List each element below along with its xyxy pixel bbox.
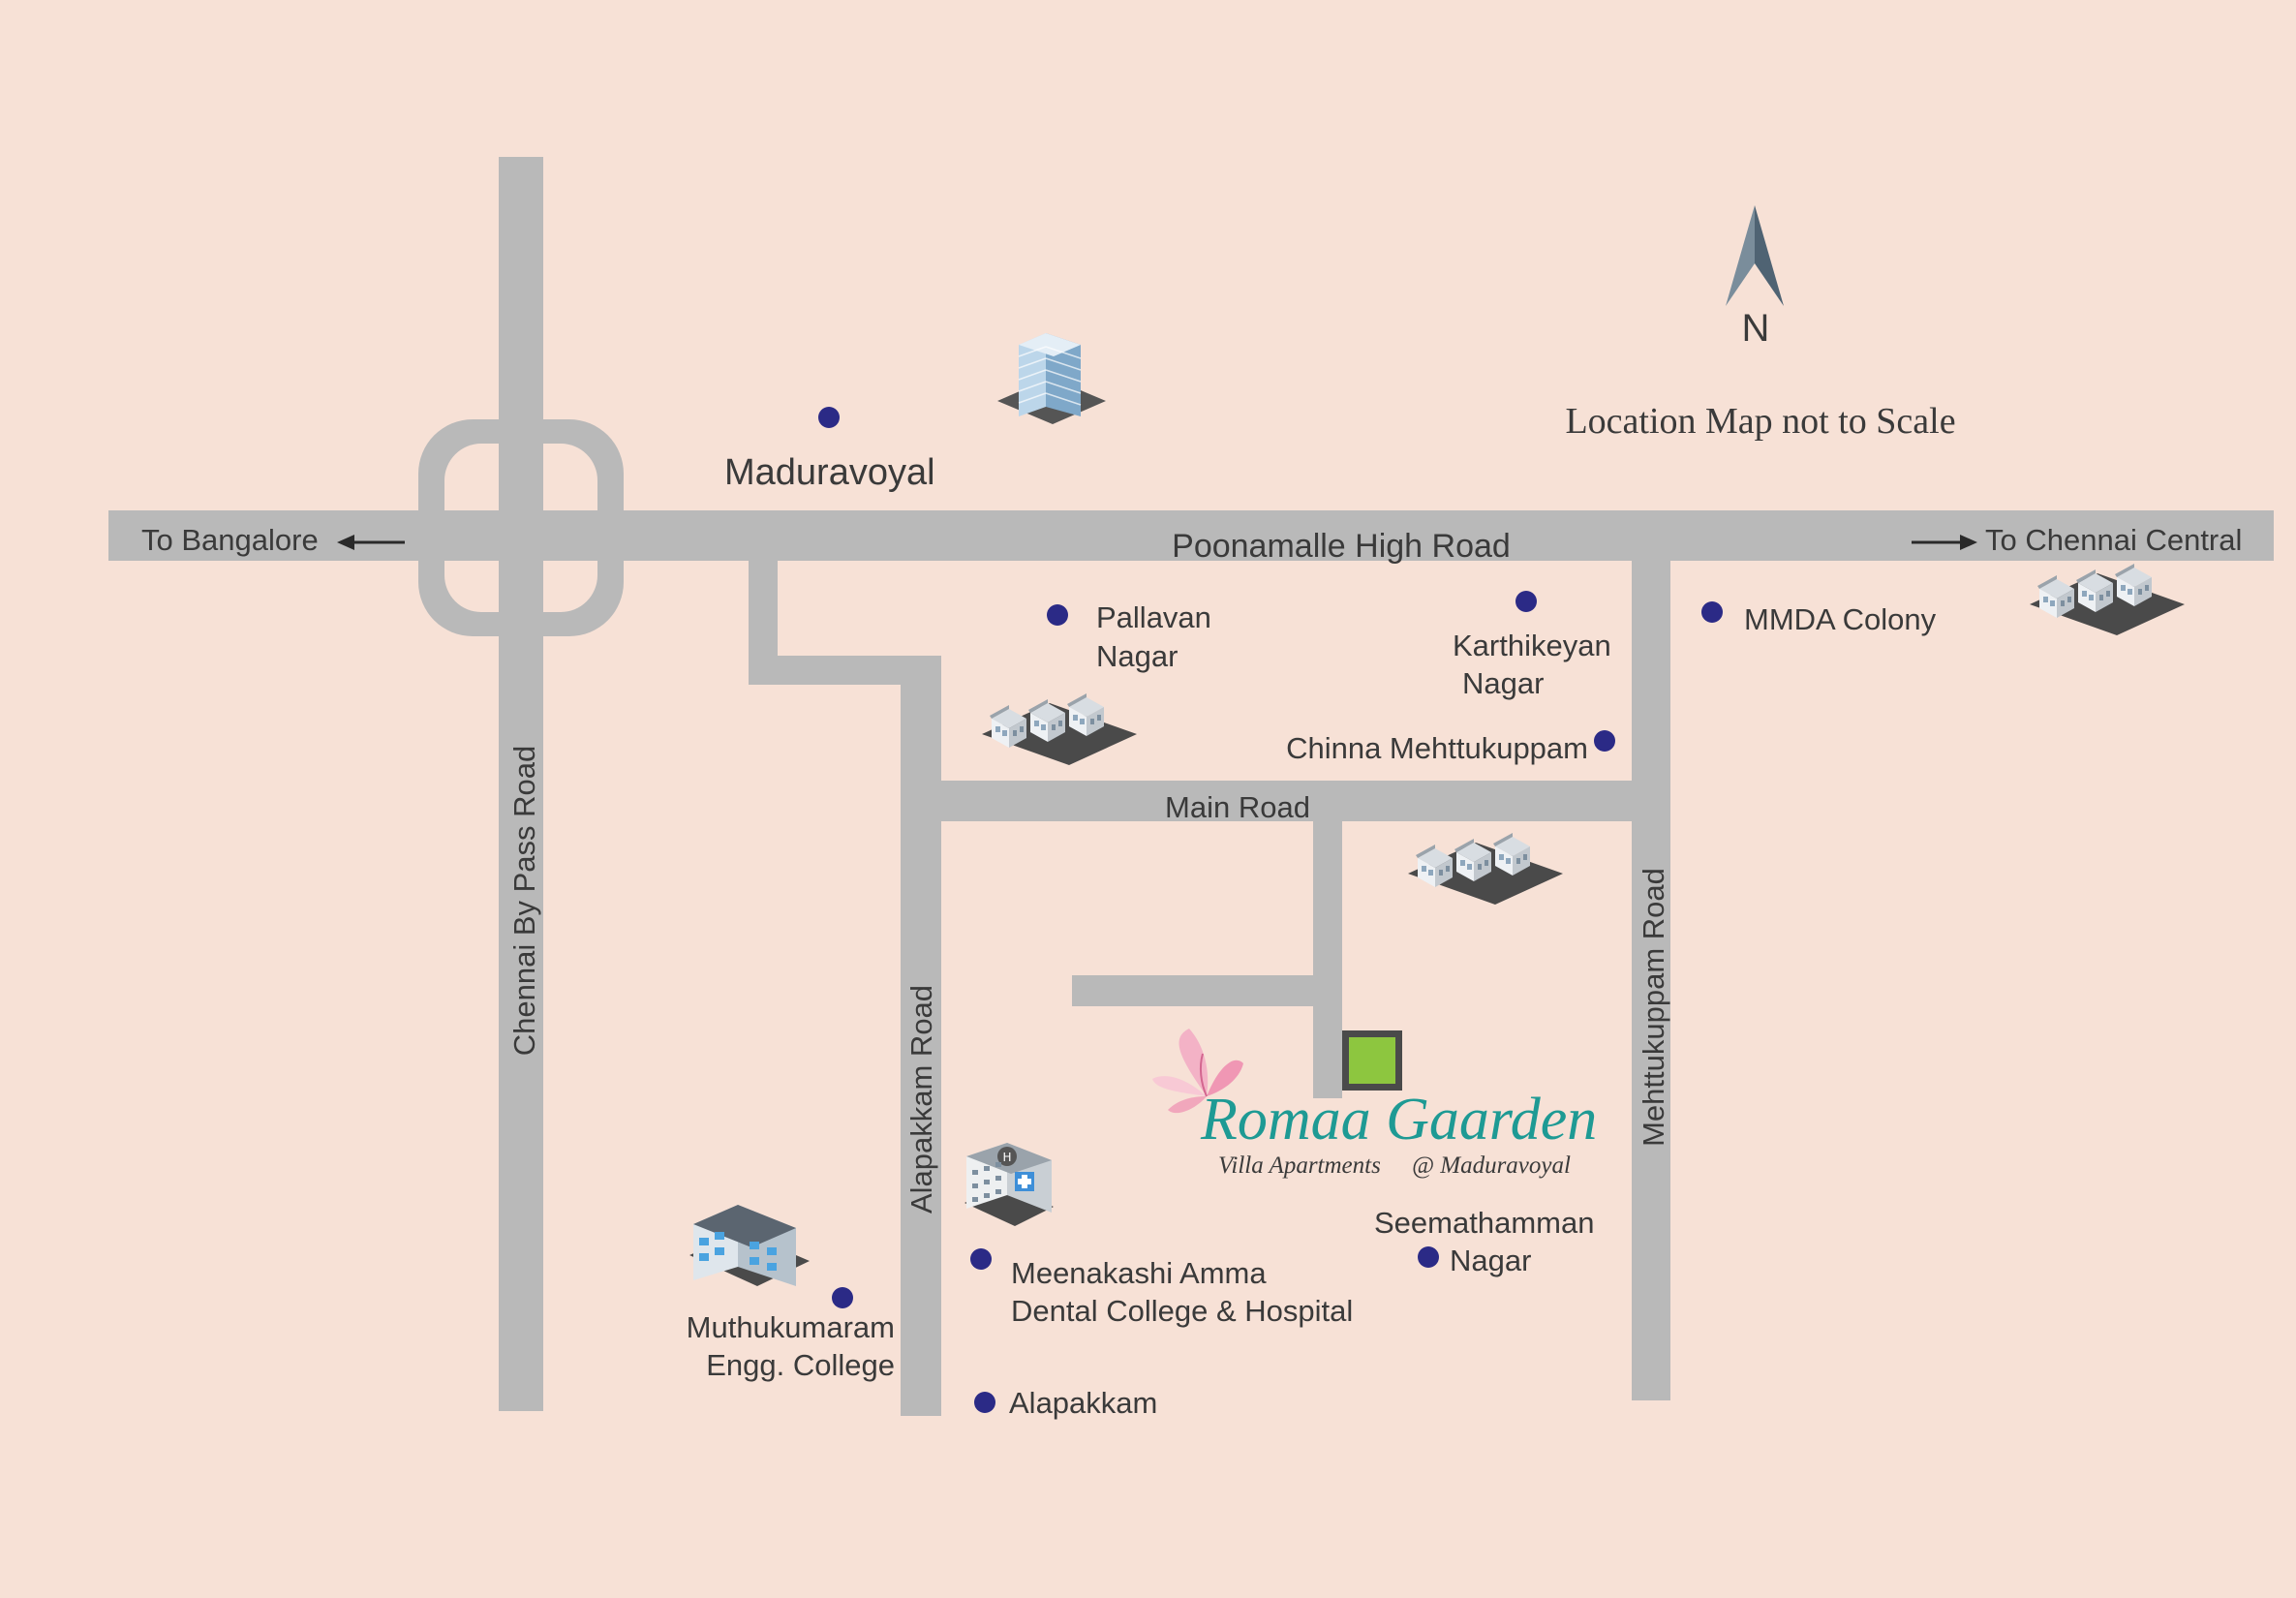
arrow-right-icon: [1912, 535, 1977, 550]
houses-icon: [2030, 564, 2185, 635]
mmda-colony-label: MMDA Colony: [1744, 602, 1937, 636]
maduravoyal-label: Maduravoyal: [724, 452, 935, 493]
main-road: [941, 781, 1632, 821]
to-chennai-central-label: To Chennai Central: [1985, 523, 2242, 557]
connector-road-horizontal: [749, 656, 941, 685]
alapakkam-road: [901, 657, 941, 1416]
pallavan-nagar-label-line2: Nagar: [1096, 639, 1178, 673]
seemathamman-nagar-label-line1: Seemathamman: [1374, 1206, 1594, 1240]
chennai-bypass-road-label: Chennai By Pass Road: [507, 746, 541, 1057]
roundabout: [418, 419, 624, 636]
poi-dot-seemathamman-nagar: [1418, 1246, 1439, 1268]
seemathamman-nagar-label-line2: Nagar: [1450, 1244, 1531, 1277]
karthikeyan-nagar-label-line1: Karthikeyan: [1453, 629, 1611, 662]
karthikeyan-nagar-label-line2: Nagar: [1462, 666, 1544, 700]
main-road-label: Main Road: [1165, 790, 1310, 824]
compass-label: N: [1742, 307, 1770, 350]
meenakashi-label-line1: Meenakashi Amma: [1011, 1256, 1267, 1290]
muthukumaram-label-line2: Engg. College: [706, 1348, 895, 1382]
mehttukuppam-road: [1632, 561, 1670, 1400]
alapakkam-road-label: Alapakkam Road: [904, 985, 938, 1214]
houses-icon: [982, 693, 1137, 765]
alapakkam-label: Alapakkam: [1009, 1386, 1157, 1420]
poi-dot-maduravoyal: [818, 407, 840, 428]
poi-dots: [818, 407, 1723, 1413]
hospital-icon: H: [964, 1143, 1054, 1226]
butterfly-icon: [1152, 1029, 1243, 1114]
north-arrow-icon: [1726, 205, 1784, 306]
brand-tagline: Villa Apartments: [1218, 1152, 1381, 1179]
mehttukuppam-road-label: Mehttukuppam Road: [1637, 868, 1670, 1147]
poi-dot-karthikeyan-nagar: [1515, 591, 1537, 612]
chinna-mehttukuppam-label: Chinna Mehttukuppam: [1286, 731, 1588, 765]
poi-dot-chinna-mehttukuppam: [1594, 730, 1615, 752]
poi-dot-pallavan-nagar: [1047, 604, 1068, 626]
college-building-icon: [689, 1205, 810, 1286]
to-bangalore-label: To Bangalore: [141, 523, 319, 557]
poonamalle-high-road-label: Poonamalle High Road: [1172, 528, 1511, 565]
brand-location-tag: @ Maduravoyal: [1412, 1152, 1571, 1179]
scale-note: Location Map not to Scale: [1565, 401, 1955, 442]
spur-road-vertical: [1313, 821, 1342, 1098]
poi-dot-muthukumaram-college: [832, 1287, 853, 1308]
houses-icon: [1408, 833, 1563, 905]
road-network: [108, 157, 2274, 1416]
project-site-marker: [1342, 1030, 1402, 1091]
pallavan-nagar-label-line1: Pallavan: [1096, 600, 1211, 634]
poi-dot-mmda-colony: [1701, 601, 1723, 623]
arrow-left-icon: [337, 535, 405, 550]
brand-name: Romaa Gaarden: [1200, 1087, 1597, 1152]
svg-text:H: H: [1002, 1151, 1011, 1164]
muthukumaram-label-line1: Muthukumaram: [687, 1310, 895, 1344]
spur-road-horizontal: [1072, 975, 1342, 1006]
poi-dot-meenakashi-hospital: [970, 1248, 992, 1270]
chennai-bypass-road: [499, 157, 543, 1411]
office-tower-icon: [997, 333, 1106, 424]
poi-dot-alapakkam: [974, 1392, 995, 1413]
meenakashi-label-line2: Dental College & Hospital: [1011, 1294, 1353, 1328]
